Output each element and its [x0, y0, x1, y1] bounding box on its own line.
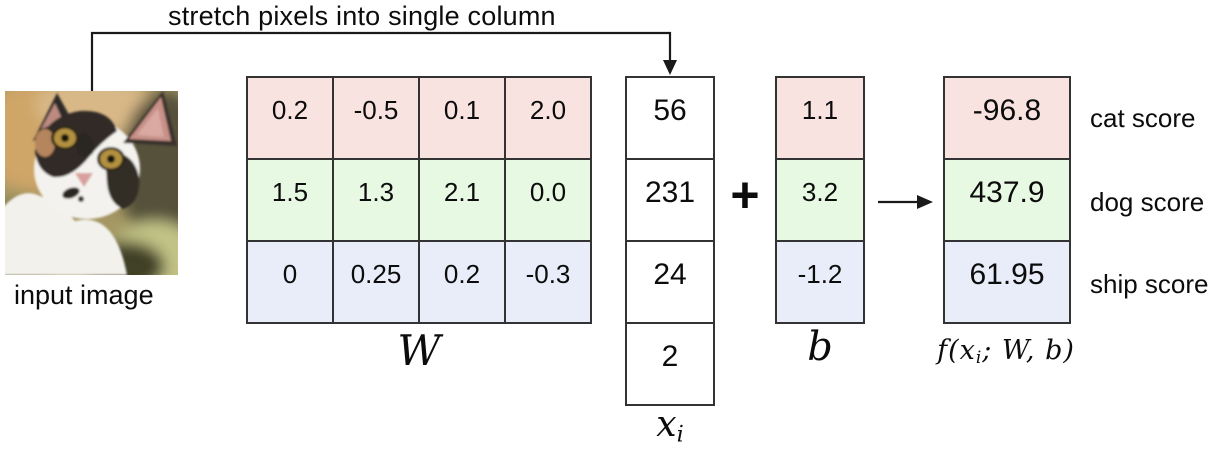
bias-vector-label: b: [807, 324, 833, 370]
w-cell: 0.1: [420, 78, 504, 158]
b-cell: 3.2: [777, 160, 863, 240]
cat-score-label: cat score: [1090, 103, 1196, 133]
w-cell: 0.2: [420, 242, 504, 322]
x-cell: 56: [627, 78, 713, 158]
output-label-sub: i: [975, 347, 983, 368]
weight-matrix: 0.2 -0.5 0.1 2.0 1.5 1.3 2.1 0.0 0 0.25 …: [246, 76, 592, 324]
output-label-prefix: f(x: [937, 335, 976, 366]
score-cell: -96.8: [945, 78, 1069, 158]
w-cell: 2.0: [506, 78, 590, 158]
output-function-label: f(xi; W, b): [928, 335, 1084, 367]
x-cell: 2: [627, 324, 713, 404]
w-cell: 0: [248, 242, 332, 322]
w-cell: 0.25: [334, 242, 418, 322]
output-label-suffix: ; W, b): [982, 335, 1075, 366]
x-cell: 231: [627, 160, 713, 240]
weight-matrix-label: W: [397, 326, 441, 375]
input-image-caption: input image: [14, 280, 154, 310]
score-cell: 61.95: [945, 242, 1069, 322]
w-cell: -0.3: [506, 242, 590, 322]
b-cell: -1.2: [777, 242, 863, 322]
w-cell: 1.3: [334, 160, 418, 240]
dog-score-label: dog score: [1090, 187, 1205, 217]
w-cell: 1.5: [248, 160, 332, 240]
ship-score-label: ship score: [1090, 269, 1209, 299]
input-vector-label: xi: [625, 404, 715, 448]
w-cell: 2.1: [420, 160, 504, 240]
stretch-caption: stretch pixels into single column: [168, 1, 556, 31]
result-arrow: [878, 195, 933, 209]
cat-photo-drawing: [5, 91, 178, 275]
bias-vector: 1.1 3.2 -1.2: [775, 76, 865, 324]
w-cell: -0.5: [334, 78, 418, 158]
output-score-vector: -96.8 437.9 61.95: [943, 76, 1071, 324]
x-cell: 24: [627, 242, 713, 322]
w-cell: 0.2: [248, 78, 332, 158]
b-cell: 1.1: [777, 78, 863, 158]
score-cell: 437.9: [945, 160, 1069, 240]
input-pixel-vector: 56 231 24 2: [625, 76, 715, 406]
cat-photo: [5, 91, 178, 275]
input-vector-label-sub: i: [676, 421, 684, 448]
w-cell: 0.0: [506, 160, 590, 240]
plus-operator: +: [730, 167, 760, 223]
input-vector-label-base: x: [656, 404, 677, 445]
